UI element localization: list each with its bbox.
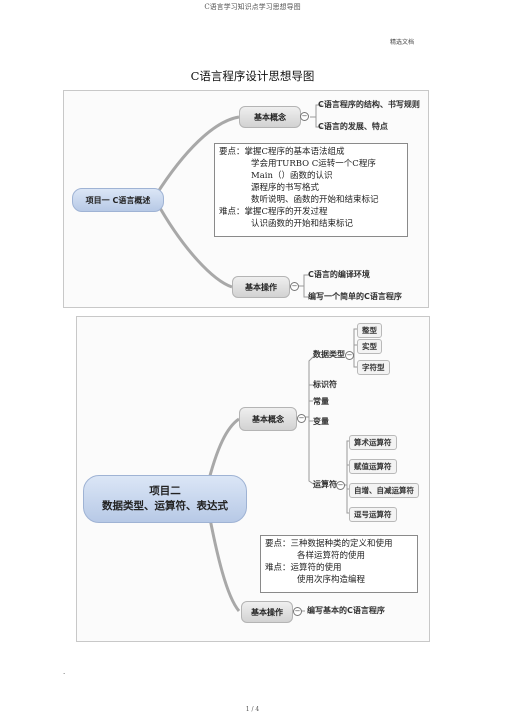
mindmap-1-branch2-item-2: 编写一个简单的C语言程序 — [308, 292, 402, 301]
mindmap-2-operator-item: 算术运算符 — [349, 435, 397, 450]
mindmap-2-root-line1: 项目二 — [149, 485, 181, 497]
mindmap-1-branch1-label: 基本概念 — [254, 112, 286, 122]
note-key: 要点： — [265, 539, 291, 549]
mindmap-1-branch-basic-concept: 基本概念 — [239, 106, 301, 128]
footer-dot: . — [63, 668, 66, 676]
mindmap-2-operator-item: 赋值运算符 — [349, 459, 397, 474]
mindmap-figure-1: 项目一 C语言概述 基本概念 − C语言程序的结构、书写规则 C语言的发展、特点… — [63, 90, 429, 308]
mindmap-2-datatypes: 数据类型 — [313, 350, 345, 359]
note-key: 要点： — [219, 147, 245, 157]
note-text: 各样运算符的使用 — [297, 551, 366, 561]
mindmap-2-note: 要点：三种数据种类的定义和使用 各样运算符的使用 难点：运算符的使用 使用次序构… — [260, 535, 418, 593]
collapse-icon: − — [290, 282, 299, 291]
mindmap-1-branch2-label: 基本操作 — [245, 282, 277, 292]
mindmap-1-root-label: 项目一 C语言概述 — [85, 195, 151, 205]
collapse-icon: − — [293, 607, 302, 616]
page-number: 1 / 4 — [245, 706, 260, 713]
mindmap-1-connectors — [154, 104, 322, 298]
note-row: 难点：掌握C程序的开发过程 — [219, 206, 403, 218]
mindmap-2-root: 项目二 数据类型、运算符、表达式 — [83, 475, 247, 523]
mindmap-1-root: 项目一 C语言概述 — [72, 188, 164, 212]
mindmap-2-operator-item: 逗号运算符 — [349, 507, 397, 522]
note-text: 掌握C程序的开发过程 — [244, 207, 328, 217]
note-row: 学会用TURBO C运转一个C程序 — [219, 158, 403, 170]
document-header-right: 精选文档 — [390, 39, 415, 46]
collapse-icon: − — [297, 414, 306, 423]
note-text: 学会用TURBO C运转一个C程序 — [251, 159, 376, 169]
mindmap-2-branch1-label: 基本概念 — [252, 414, 284, 424]
mindmap-1-branch1-item-1: C语言程序的结构、书写规则 — [318, 100, 420, 109]
mindmap-1-branch2-item-1: C语言的编译环境 — [308, 270, 370, 279]
note-text: 认识函数的开始和结束标记 — [251, 219, 354, 229]
collapse-icon: − — [345, 351, 354, 360]
note-text: 数听说明、函数的开始和结束标记 — [251, 195, 379, 205]
mindmap-2-operators: 运算符 — [313, 480, 337, 489]
note-row: 数听说明、函数的开始和结束标记 — [219, 194, 403, 206]
note-key: 难点： — [219, 207, 245, 217]
mindmap-2-branch-basic-concept: 基本概念 — [239, 407, 297, 431]
mindmap-2-branch2-item-1: 编写基本的C语言程序 — [307, 606, 385, 615]
note-row: Main（）函数的认识 — [219, 170, 403, 182]
mindmap-2-datatype-item: 字符型 — [357, 360, 390, 375]
note-row: 要点：三种数据种类的定义和使用 — [265, 538, 413, 550]
note-row: 源程序的书写格式 — [219, 182, 403, 194]
mindmap-1-branch1-item-2: C语言的发展、特点 — [318, 122, 388, 131]
page-title: C语言程序设计思想导图 — [190, 69, 315, 83]
mindmap-1-branch-basic-operation: 基本操作 — [232, 276, 290, 298]
note-key: 难点： — [265, 563, 291, 573]
note-text: 三种数据种类的定义和使用 — [290, 539, 393, 549]
note-row: 要点：掌握C程序的基本语法组成 — [219, 146, 403, 158]
mindmap-2-datatype-item: 整型 — [357, 323, 382, 338]
mindmap-2-branch2-label: 基本操作 — [251, 607, 283, 617]
note-row: 难点：运算符的使用 — [265, 562, 413, 574]
mindmap-2-operator-item: 自增、自减运算符 — [349, 483, 419, 498]
note-text: 源程序的书写格式 — [251, 183, 320, 193]
note-text: Main（）函数的认识 — [251, 171, 333, 181]
mindmap-figure-2: 项目二 数据类型、运算符、表达式 基本概念 − 数据类型 − 整型 实型 字符型… — [76, 316, 430, 642]
mindmap-2-constant: 常量 — [313, 397, 329, 406]
note-row: 各样运算符的使用 — [265, 550, 413, 562]
mindmap-2-datatype-item: 实型 — [357, 339, 382, 354]
collapse-icon: − — [300, 112, 309, 121]
collapse-icon: − — [336, 481, 345, 490]
mindmap-2-variable: 变量 — [313, 417, 329, 426]
mindmap-2-branch-basic-operation: 基本操作 — [241, 601, 293, 623]
document-header: C语言学习知识点学习思想导图 — [204, 3, 301, 11]
mindmap-2-identifier: 标识符 — [313, 380, 337, 389]
mindmap-2-root-line2: 数据类型、运算符、表达式 — [102, 500, 228, 512]
note-text: 运算符的使用 — [290, 563, 342, 573]
note-row: 认识函数的开始和结束标记 — [219, 218, 403, 230]
note-row: 使用次序构造编程 — [265, 574, 413, 586]
mindmap-1-note: 要点：掌握C程序的基本语法组成 学会用TURBO C运转一个C程序 Main（）… — [214, 143, 408, 237]
note-text: 掌握C程序的基本语法组成 — [244, 147, 345, 157]
note-text: 使用次序构造编程 — [297, 575, 366, 585]
